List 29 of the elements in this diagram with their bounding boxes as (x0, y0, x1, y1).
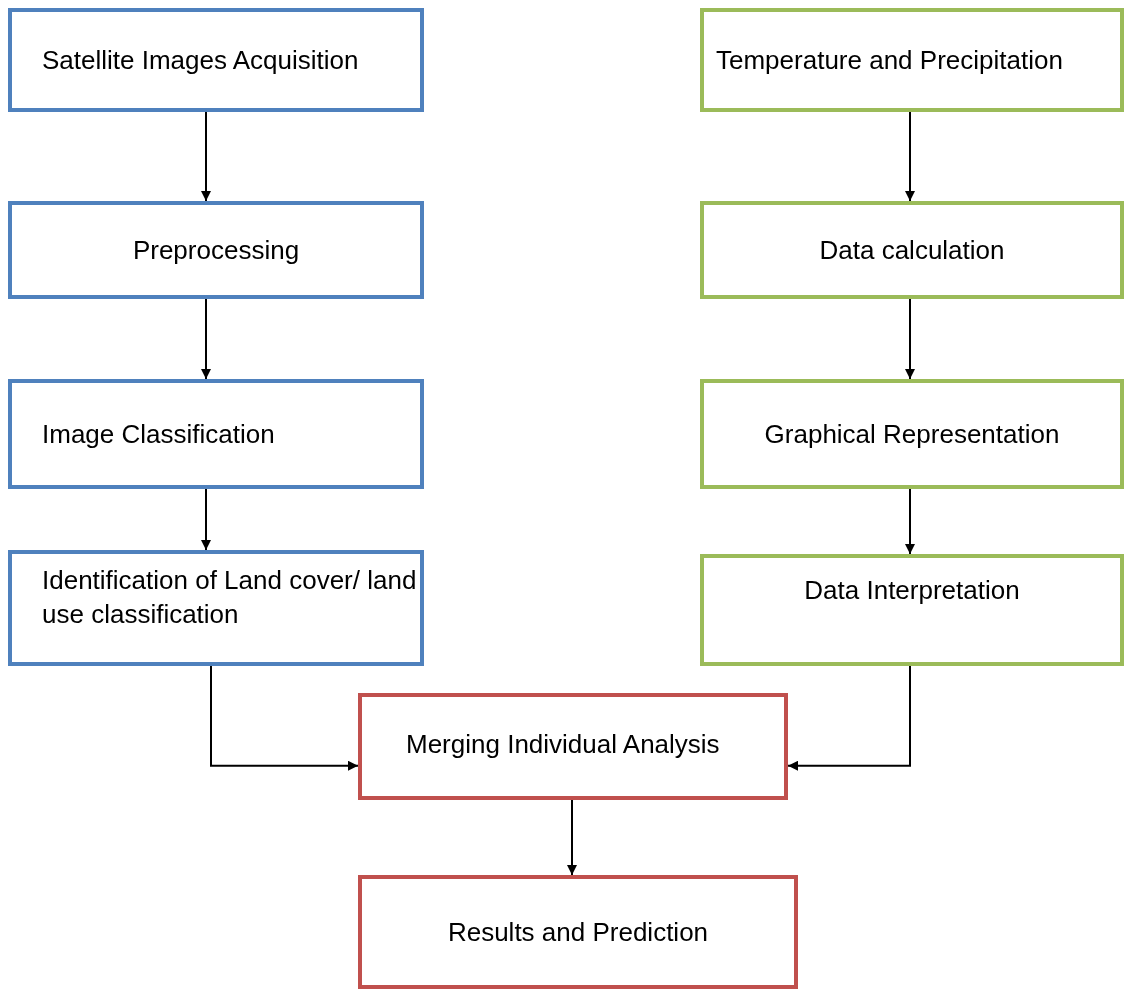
box-label: Preprocessing (131, 234, 301, 267)
box-label: Satellite Images Acquisition (42, 44, 360, 77)
box-label: Results and Prediction (446, 916, 710, 949)
box-label: Image Classification (42, 418, 276, 451)
process-box (8, 550, 424, 666)
box-label: Merging Individual Analysis (406, 727, 721, 761)
box-label: Identification of Land cover/ land use classification (42, 564, 418, 631)
process-box (700, 379, 1124, 489)
process-box (358, 875, 798, 989)
arrow (201, 111, 211, 202)
arrow (905, 488, 915, 555)
arrow (201, 298, 211, 380)
arrow (201, 488, 211, 551)
process-box (358, 693, 788, 800)
process-box (8, 8, 424, 112)
arrow (210, 665, 359, 771)
arrow (787, 665, 911, 771)
arrow (905, 111, 915, 202)
arrow (905, 298, 915, 380)
box-label: Data Interpretation (803, 574, 1021, 607)
arrow (567, 799, 577, 876)
process-box (700, 554, 1124, 666)
process-box (700, 8, 1124, 112)
process-box (8, 379, 424, 489)
box-label: Graphical Representation (763, 418, 1061, 451)
process-box (700, 201, 1124, 299)
process-box (8, 201, 424, 299)
box-label: Data calculation (818, 234, 1006, 267)
box-label: Temperature and Precipitation (716, 44, 1064, 77)
